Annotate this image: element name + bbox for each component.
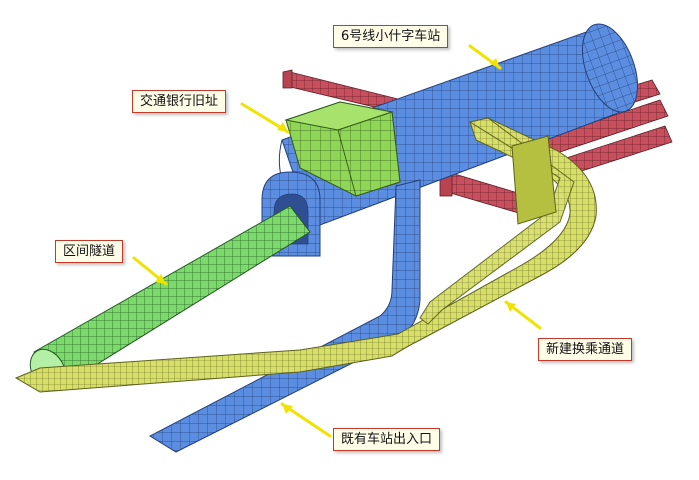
label-bank-site: 交通银行旧址: [132, 90, 227, 113]
arrowhead-tunnel: [155, 274, 166, 284]
leader-arrowheads: [155, 58, 516, 414]
arrowhead-transfer: [506, 302, 516, 312]
arrowhead-line6: [490, 58, 500, 68]
arrowhead-entrance: [282, 404, 293, 414]
label-section-tunnel: 区间隧道: [55, 240, 124, 263]
label-existing-entrance: 既有车站出入口: [333, 428, 441, 451]
red-tunnel-upper-left-end: [282, 69, 293, 89]
transfer-passage: [14, 117, 597, 393]
transfer-shaft: [511, 135, 557, 225]
existing-entrance-passage: [148, 179, 421, 453]
label-transfer-passage: 新建换乘通道: [538, 338, 633, 361]
label-line6-station: 6号线小什字车站: [333, 25, 449, 48]
bank-site-block: [284, 101, 401, 197]
arrowhead-bank: [277, 122, 288, 132]
